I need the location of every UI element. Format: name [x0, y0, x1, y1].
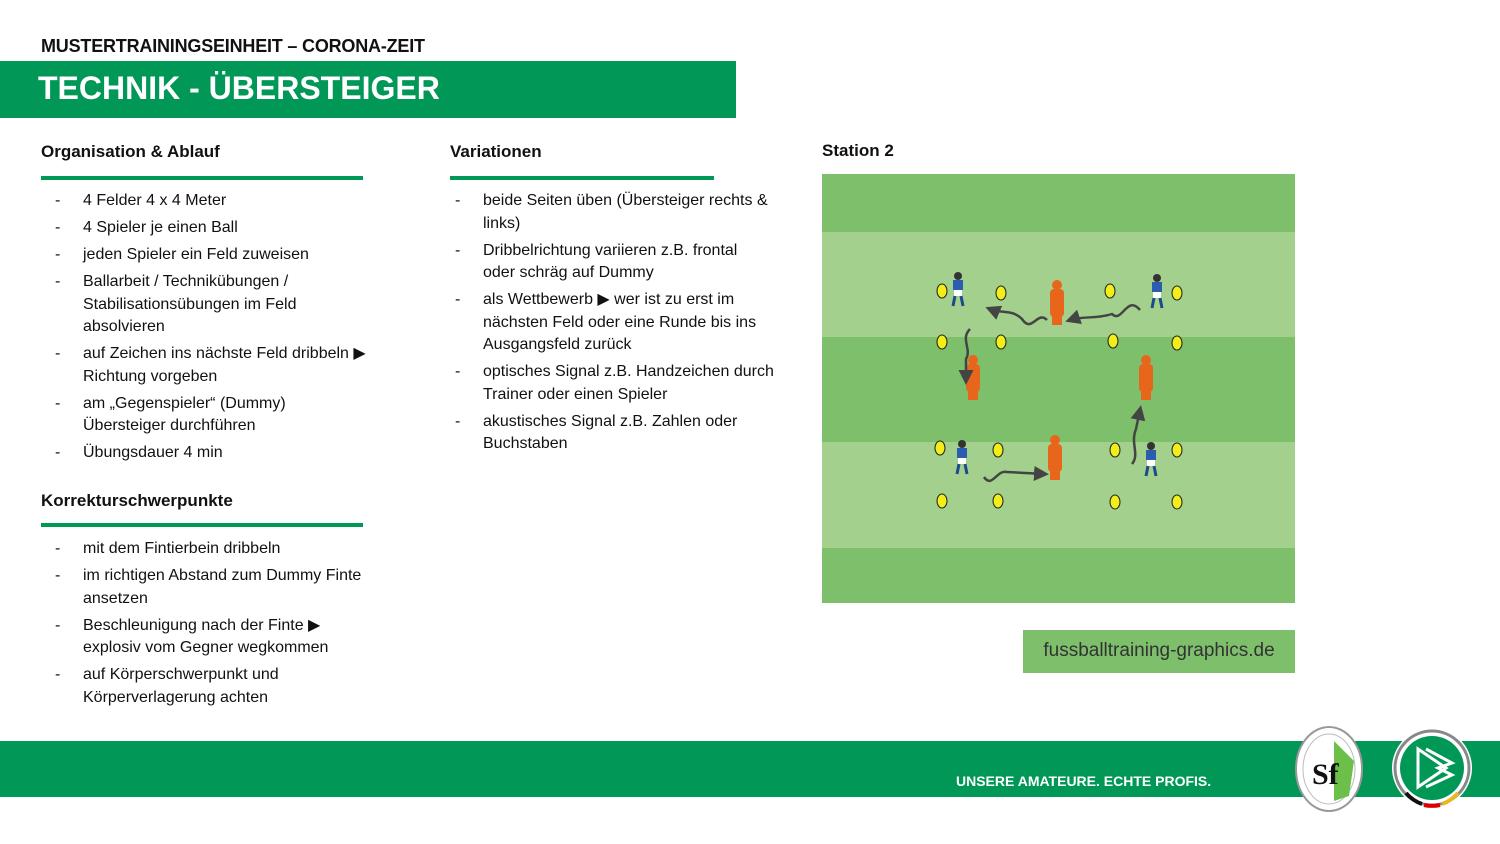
list-item: im richtigen Abstand zum Dummy Finte ans… — [41, 565, 406, 610]
station-heading: Station 2 — [822, 141, 894, 160]
korrektur-list: mit dem Fintierbein dribbeln im richtige… — [41, 538, 406, 714]
variationen-list: beide Seiten üben (Übersteiger rechts & … — [441, 190, 801, 460]
list-item: 4 Spieler je einen Ball — [41, 217, 401, 240]
training-field-diagram — [822, 174, 1295, 603]
list-item: auf Zeichen ins nächste Feld dribbeln ▶ … — [41, 343, 401, 388]
organisation-heading: Organisation & Ablauf — [41, 142, 220, 161]
variationen-section: Variationen — [450, 142, 714, 180]
dribble-arrows — [958, 304, 1146, 483]
korrektur-section: Korrekturschwerpunkte — [41, 491, 363, 527]
divider — [41, 176, 363, 180]
footer-slogan: UNSERE AMATEURE. ECHTE PROFIS. — [956, 773, 1212, 789]
page-title: TECHNIK - ÜBERSTEIGER — [38, 70, 440, 106]
variationen-heading: Variationen — [450, 142, 542, 161]
sfv-logo: Sf — [1295, 726, 1363, 812]
korrektur-heading: Korrekturschwerpunkte — [41, 491, 233, 510]
list-item: Beschleunigung nach der Finte ▶ explosiv… — [41, 615, 361, 660]
list-item: jeden Spieler ein Feld zuweisen — [41, 244, 401, 267]
list-item: Übungsdauer 4 min — [41, 442, 401, 465]
dfb-logo — [1392, 728, 1472, 808]
svg-text:Sf: Sf — [1312, 758, 1340, 791]
footer-bar — [0, 741, 1500, 797]
organisation-list: 4 Felder 4 x 4 Meter 4 Spieler je einen … — [41, 190, 401, 469]
brand-watermark: fussballtraining-graphics.de — [1023, 630, 1295, 673]
organisation-section: Organisation & Ablauf — [41, 142, 363, 180]
list-item: als Wettbewerb ▶ wer ist zu erst im näch… — [441, 289, 791, 357]
list-item: optisches Signal z.B. Handzeichen durch … — [441, 361, 801, 406]
list-item: am „Gegenspieler“ (Dummy) Übersteiger du… — [41, 393, 341, 438]
supertitle: MUSTERTRAININGSEINHEIT – CORONA-ZEIT — [41, 36, 425, 56]
divider — [41, 523, 363, 527]
title-bar — [0, 61, 736, 118]
list-item: beide Seiten üben (Übersteiger rechts & … — [441, 190, 801, 235]
list-item: mit dem Fintierbein dribbeln — [41, 538, 406, 561]
list-item: Ballarbeit / Technikübungen / Stabilisat… — [41, 271, 341, 339]
divider — [450, 176, 714, 180]
list-item: 4 Felder 4 x 4 Meter — [41, 190, 401, 213]
list-item: akustisches Signal z.B. Zahlen oder Buch… — [441, 411, 761, 456]
list-item: Dribbelrichtung variieren z.B. frontal o… — [441, 240, 771, 285]
list-item: auf Körperschwerpunkt und Körperverlager… — [41, 664, 331, 709]
